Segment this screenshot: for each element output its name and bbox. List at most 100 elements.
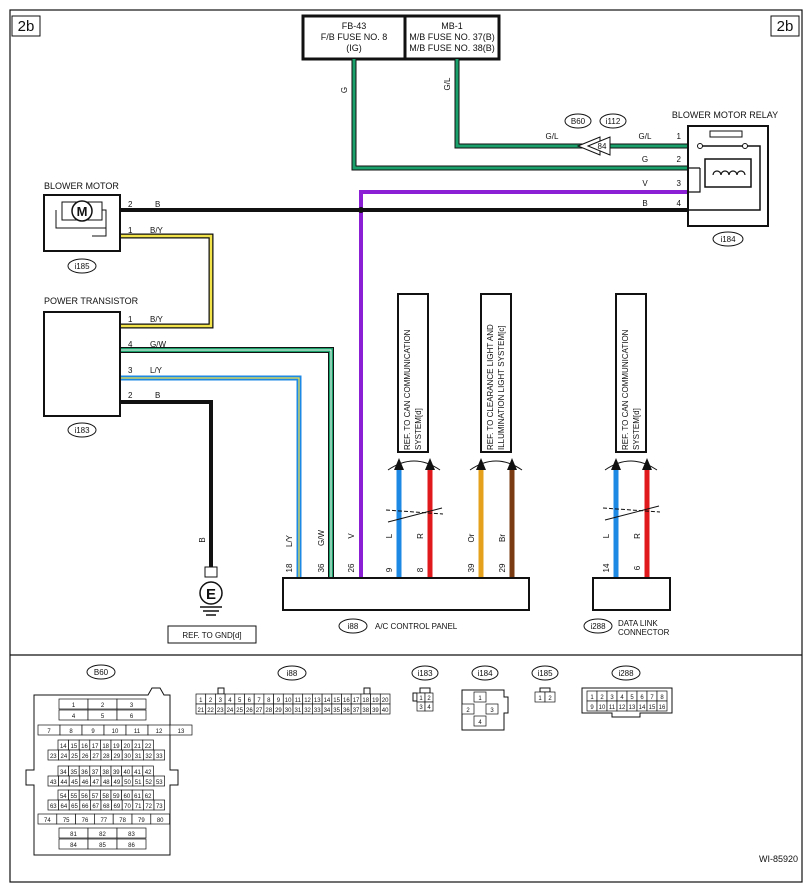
view-b60-cell bbox=[153, 775, 165, 787]
view-b60-pin: 2 bbox=[101, 703, 105, 709]
view-i288-pin: 10 bbox=[599, 705, 606, 711]
view-b60-pin: 27 bbox=[92, 754, 99, 760]
dlc-connector-badge bbox=[583, 618, 613, 634]
view-b60-pin: 37 bbox=[92, 770, 99, 776]
view-i184-badge bbox=[471, 665, 499, 681]
ref-can1-line2: SYSTEM[d] bbox=[414, 408, 423, 450]
view-b60-pin: 82 bbox=[99, 832, 106, 838]
wire-gl-outline bbox=[454, 59, 688, 149]
view-b60-pin: 22 bbox=[145, 744, 152, 750]
view-b60-badge bbox=[86, 664, 116, 680]
view-i88-pin: 14 bbox=[324, 698, 331, 704]
wire-ly bbox=[92, 375, 302, 578]
view-b60-pin: 59 bbox=[113, 794, 120, 800]
bracket-arc-1 bbox=[387, 460, 441, 471]
view-b60-pin: 12 bbox=[156, 729, 163, 735]
fuse-left-line2: (IG) bbox=[346, 43, 362, 53]
view-b60-pin: 3 bbox=[130, 703, 134, 709]
view-b60-pin: 40 bbox=[124, 770, 131, 776]
view-i183-label: i183 bbox=[417, 669, 433, 678]
view-b60-pin: 38 bbox=[102, 770, 109, 776]
relay-wire-g-label: G bbox=[642, 155, 648, 164]
view-b60-pin: 58 bbox=[102, 794, 109, 800]
view-b60-pin: 10 bbox=[112, 729, 119, 735]
acp-wire-r-label: R bbox=[416, 533, 425, 539]
view-b60-pin: 67 bbox=[92, 804, 99, 810]
splice-connector-a: B60 bbox=[571, 117, 586, 126]
view-b60-pin: 39 bbox=[113, 770, 120, 776]
view-i88-pin: 27 bbox=[256, 708, 263, 714]
pt-pin-4: 4 bbox=[128, 340, 133, 349]
view-i88-pin: 32 bbox=[304, 708, 311, 714]
view-b60-pin: 83 bbox=[128, 832, 135, 838]
ground-icon bbox=[199, 581, 223, 605]
view-b60-pin: 34 bbox=[60, 770, 67, 776]
pt-pin-2: 2 bbox=[128, 391, 133, 400]
fuse-right-title: MB-1 bbox=[441, 21, 463, 31]
view-b60-pin: 1 bbox=[72, 703, 76, 709]
view-i88-pin: 13 bbox=[314, 698, 321, 704]
motor-symbol: M bbox=[77, 204, 88, 219]
ref-box-can2 bbox=[615, 293, 647, 453]
relay-pin-2: 2 bbox=[677, 155, 682, 164]
ground-ref: REF. TO GND[d] bbox=[182, 631, 241, 640]
view-b60-pin: 49 bbox=[114, 780, 121, 786]
view-i88-pin: 26 bbox=[246, 708, 253, 714]
ground-wire-label: B bbox=[198, 537, 207, 542]
view-b60-pin: 47 bbox=[92, 780, 99, 786]
view-i88-pin: 1 bbox=[199, 698, 203, 704]
view-b60-pin: 61 bbox=[134, 794, 141, 800]
view-b60-pin: 86 bbox=[128, 843, 135, 849]
view-b60-pin: 64 bbox=[61, 804, 68, 810]
view-i288-pin: 6 bbox=[640, 695, 644, 701]
fuse-right-line1: M/B FUSE NO. 37(B) bbox=[409, 32, 495, 42]
view-b60-pin: 33 bbox=[156, 754, 163, 760]
view-b60-pin: 30 bbox=[124, 754, 131, 760]
view-i88-pin: 9 bbox=[277, 698, 281, 704]
relay-wire-v-label: V bbox=[642, 179, 648, 188]
view-b60-pin: 62 bbox=[145, 794, 152, 800]
view-i88-pin: 24 bbox=[227, 708, 234, 714]
view-b60-pin: 44 bbox=[61, 780, 68, 786]
fuse-left-line1: F/B FUSE NO. 8 bbox=[321, 32, 388, 42]
view-i183-pin: 4 bbox=[427, 705, 431, 711]
view-b60-label: B60 bbox=[94, 668, 109, 677]
acp-pin-36: 36 bbox=[317, 563, 326, 572]
view-b60-pin: 60 bbox=[124, 794, 131, 800]
wire-by bbox=[92, 234, 213, 328]
relay-coil-wiring bbox=[688, 167, 701, 193]
view-i185-label: i185 bbox=[537, 669, 553, 678]
frame-border bbox=[9, 9, 803, 883]
view-b60-pin: 16 bbox=[81, 744, 88, 750]
relay-terminal-2 bbox=[742, 143, 748, 149]
view-i288-pin: 8 bbox=[660, 695, 664, 701]
view-b60-pin: 56 bbox=[81, 794, 88, 800]
view-i184-cell-4 bbox=[473, 715, 487, 727]
motor-wire-b-label: B bbox=[155, 200, 160, 209]
view-b60-pin: 21 bbox=[134, 744, 141, 750]
ac-control-panel-box bbox=[282, 577, 530, 611]
pt-wire-gw-label: G/W bbox=[150, 340, 166, 349]
view-b60-cell bbox=[150, 813, 170, 825]
acp-wire-or-label: Or bbox=[467, 533, 476, 542]
splice-connector-b-badge bbox=[599, 113, 627, 129]
ground-terminal bbox=[204, 566, 218, 578]
diagram-id: WI-85920 bbox=[759, 854, 798, 864]
view-i88-pin: 6 bbox=[248, 698, 252, 704]
view-i183-latch bbox=[419, 687, 431, 694]
dlc-wire-r-label: R bbox=[633, 533, 642, 539]
view-i288-pin: 16 bbox=[659, 705, 666, 711]
acp-pin-29: 29 bbox=[498, 563, 507, 572]
relay-contact-wiring bbox=[688, 145, 761, 211]
splice-pin: 84 bbox=[598, 142, 607, 151]
ref-clearance-line2: ILLUMINATION LIGHT SYSTEM[c] bbox=[497, 325, 506, 450]
view-b60-pin: 65 bbox=[71, 804, 78, 810]
view-b60-pin: 50 bbox=[124, 780, 131, 786]
view-b60-pin: 19 bbox=[113, 744, 120, 750]
view-b60-cell bbox=[116, 698, 147, 710]
view-i88-pin: 37 bbox=[353, 708, 360, 714]
view-i184-housing bbox=[461, 689, 509, 731]
